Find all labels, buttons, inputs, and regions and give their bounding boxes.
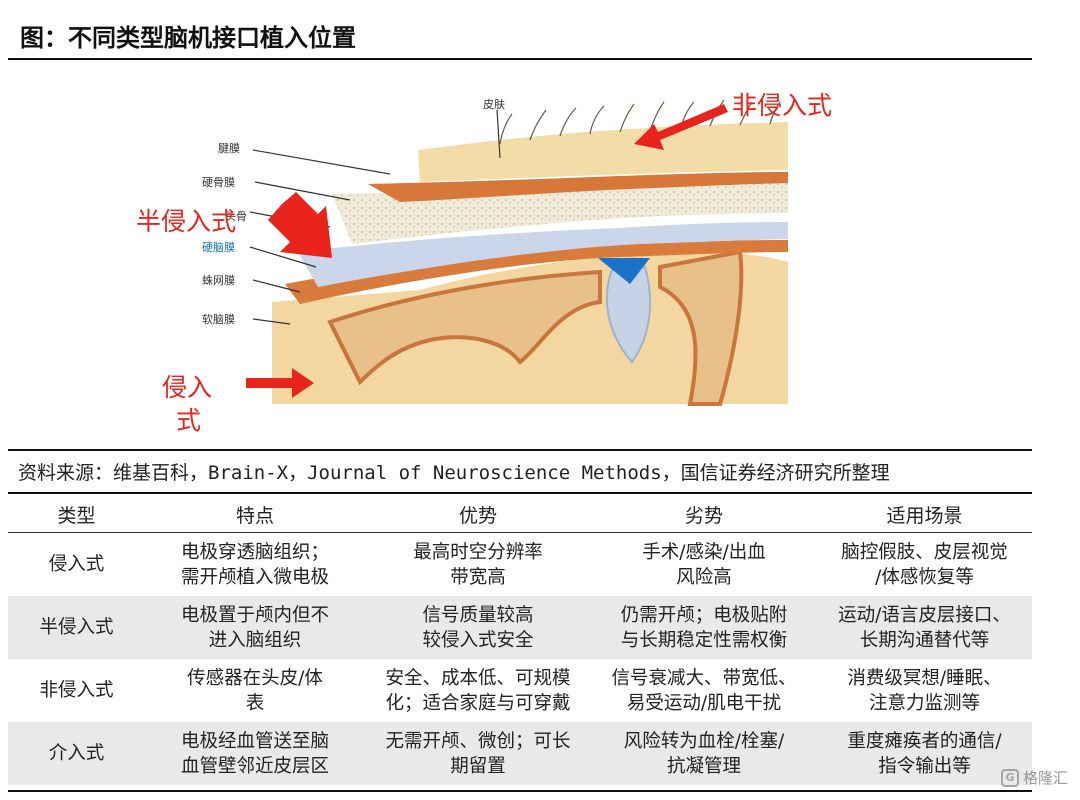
label-skull: 头骨 xyxy=(225,210,247,223)
table-row: 侵入式 电极穿透脑组织； 需开颅植入微电极 最高时空分辨率带宽高 手术/感染/出血… xyxy=(8,533,1032,597)
cell-text: 与长期稳定性需权衡 xyxy=(620,629,788,651)
arrow-non-invasive-icon xyxy=(634,104,728,150)
table-row: 非侵入式 传感器在头皮/体表 安全、成本低、可规模化；适合家庭与可穿戴 信号衰减… xyxy=(8,659,1032,722)
label-skin: 皮肤 xyxy=(483,97,505,111)
header-scenarios: 适用场景 xyxy=(817,496,1032,533)
watermark-text: 格隆汇 xyxy=(1022,769,1068,787)
arrow-invasive-icon xyxy=(246,368,314,398)
leader-lines xyxy=(249,109,501,325)
cell-text: 进入脑组织 xyxy=(208,629,302,651)
cell-text: 电极经血管送至脑 xyxy=(180,730,329,752)
periosteum-layer xyxy=(368,172,788,202)
cell-text: 注意力监测等 xyxy=(868,692,980,714)
dura-layer xyxy=(298,222,788,287)
callout-invasive-1: 侵入 xyxy=(162,373,212,402)
table-rule-bottom xyxy=(8,790,1032,792)
table-rule-top xyxy=(8,492,1032,494)
cell-text: 传感器在头皮/体 xyxy=(187,667,323,689)
watermark: G 格隆汇 xyxy=(1000,767,1068,788)
cell-text: 易受运动/肌电干扰 xyxy=(626,692,782,714)
cell-text: 带宽高 xyxy=(450,566,506,588)
arrow-semi-invasive-icon xyxy=(268,192,332,258)
cell-text: 电极穿透脑组织； xyxy=(180,541,329,563)
cell-text: 指令输出等 xyxy=(878,755,971,777)
header-advantages: 优势 xyxy=(365,496,591,533)
cell-text: 长期沟通替代等 xyxy=(859,629,990,651)
cell-text: 表 xyxy=(245,692,265,714)
title-rule xyxy=(8,58,1032,60)
cell-text: 化；适合家庭与可穿戴 xyxy=(385,692,571,714)
cell-text: 信号质量较高 xyxy=(422,604,534,626)
source-note: 资料来源：维基百科，Brain-X，Journal of Neuroscienc… xyxy=(18,462,890,484)
cell-text: 仍需开颅；电极贴附 xyxy=(620,604,788,626)
label-arachnoid: 蛛网膜 xyxy=(202,273,235,287)
label-pia: 软脑膜 xyxy=(202,312,235,326)
cell-text: 安全、成本低、可规模 xyxy=(385,667,571,689)
cell-text: 较侵入式安全 xyxy=(422,629,534,651)
label-periosteum: 硬骨膜 xyxy=(202,176,235,189)
cell-text: 信号衰减大、带宽低、 xyxy=(611,667,797,689)
header-type: 类型 xyxy=(8,496,145,533)
cell-text: 手术/感染/出血 xyxy=(642,541,766,563)
figure-title: 图：不同类型脑机接口植入位置 xyxy=(20,24,356,52)
cortex-fold xyxy=(327,269,602,386)
comparison-table: 类型 特点 优势 劣势 适用场景 侵入式 电极穿透脑组织； 需开颅植入微电极 最高… xyxy=(8,496,1032,785)
scalp-layer xyxy=(418,122,788,182)
label-dura: 硬脑膜 xyxy=(202,241,235,254)
callout-invasive-2: 式 xyxy=(176,406,201,435)
cell-text: 非侵入式 xyxy=(39,680,114,701)
cell-text: 期留置 xyxy=(450,755,506,777)
cell-text: 重度瘫痪者的通信/ xyxy=(847,730,1002,752)
cell-text: 风险高 xyxy=(676,566,732,588)
table-row: 介入式 电极经血管送至脑血管壁邻近皮层区 无需开颅、微创；可长期留置 风险转为血… xyxy=(8,722,1032,785)
cell-text: 消费级冥想/睡眠、 xyxy=(847,667,1002,689)
cell-text: 介入式 xyxy=(48,743,105,764)
cortex-fold-right xyxy=(658,249,744,406)
cell-text: 无需开颅、微创；可长 xyxy=(385,730,571,752)
sulcus xyxy=(605,265,652,364)
cell-text: 抗凝管理 xyxy=(666,755,741,777)
cell-text: 电极置于颅内但不 xyxy=(180,604,329,626)
cell-text: 需开颅植入微电极 xyxy=(180,566,329,588)
cell-text: 最高时空分辨率 xyxy=(413,541,543,563)
cell-text: 脑控假肢、皮层视觉 xyxy=(841,541,1008,563)
cell-text: 血管壁邻近皮层区 xyxy=(180,755,329,777)
brain-layers-diagram: 皮肤 腱膜 硬骨膜 头骨 硬脑膜 蛛网膜 软脑膜 非侵入式 半侵入式 侵入 式 xyxy=(136,91,832,435)
header-disadvantages: 劣势 xyxy=(591,496,817,533)
table-header-row: 类型 特点 优势 劣势 适用场景 xyxy=(8,496,1032,533)
table-row: 半侵入式 电极置于颅内但不进入脑组织 信号质量较高较侵入式安全 仍需开颅；电极贴… xyxy=(8,596,1032,659)
cell-text: /体感恢复等 xyxy=(875,566,974,588)
label-aponeurosis: 腱膜 xyxy=(218,142,240,155)
header-features: 特点 xyxy=(145,496,365,533)
sulcus-vessel xyxy=(598,258,650,284)
watermark-logo-icon: G xyxy=(1000,768,1019,787)
source-rule-top xyxy=(8,449,1032,451)
callout-non-invasive: 非侵入式 xyxy=(732,91,832,120)
cell-text: 风险转为血栓/栓塞/ xyxy=(623,730,785,752)
callout-semi-invasive: 半侵入式 xyxy=(136,207,236,236)
cell-text: 半侵入式 xyxy=(39,617,114,638)
cell-text: 运动/语言皮层接口、 xyxy=(838,604,1011,626)
cell-text: 侵入式 xyxy=(48,554,105,575)
